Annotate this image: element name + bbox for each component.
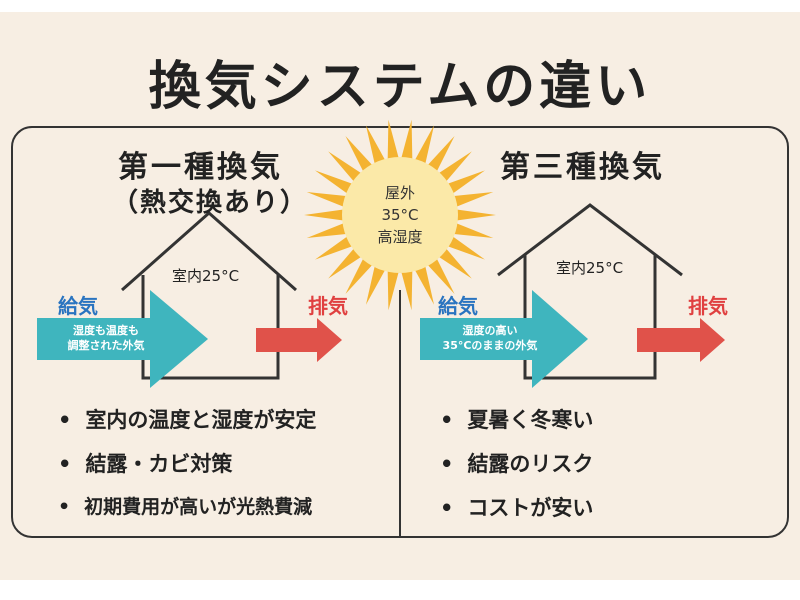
right-supply-arrow	[420, 290, 588, 388]
sun-ray	[365, 265, 386, 305]
sun-ray	[306, 222, 348, 238]
right-supply-label: 給気	[438, 294, 478, 318]
sun-ray	[328, 247, 363, 279]
sun-ray	[306, 192, 348, 208]
left-arrow-text: 湿度も温度も 調整された外気	[40, 323, 172, 353]
sun-core	[342, 157, 458, 273]
sun-ray	[345, 135, 374, 173]
sun-ray	[414, 265, 435, 305]
right-exhaust-arrow	[637, 318, 725, 362]
sun-ray	[345, 257, 374, 295]
sun-ray	[365, 125, 386, 165]
right-arrow-text-line2: 35°Cのままの外気	[442, 339, 538, 352]
left-bullet-list: 室内の温度と湿度が安定 結露・カビ対策 初期費用が高いが光熱費減	[58, 404, 316, 533]
left-bullet-item: 室内の温度と湿度が安定	[58, 404, 316, 434]
sun-ray	[446, 235, 486, 260]
sun-label-line2: 35°C	[381, 206, 419, 224]
sun-ray	[455, 209, 496, 221]
right-bullet-item: 夏暑く冬寒い	[440, 404, 593, 434]
sun-ray	[387, 119, 399, 161]
right-bullet-item: コストが安い	[440, 492, 593, 522]
sun-ray	[387, 269, 399, 311]
sun-icon	[304, 119, 496, 311]
sun-ray	[328, 151, 363, 183]
page-title: 換気システムの違い	[148, 57, 652, 117]
sun-ray	[437, 247, 472, 279]
sun-ray	[314, 235, 354, 260]
sun-ray	[437, 151, 472, 183]
left-house-roof	[121, 210, 297, 292]
right-exhaust-label: 排気	[688, 294, 728, 318]
left-panel-title: 第一種換気	[118, 150, 283, 185]
sun-ray	[446, 170, 486, 195]
right-panel-title: 第三種換気	[500, 150, 665, 185]
sun-label: 屋外 35°C 高湿度	[360, 182, 440, 248]
right-house-roof	[497, 203, 683, 277]
sun-ray	[452, 222, 494, 238]
sun-ray	[426, 257, 455, 295]
sun-ray	[426, 135, 455, 173]
sun-ray	[304, 209, 345, 221]
right-bullet-item: 結露のリスク	[440, 448, 593, 478]
sun-ray	[401, 119, 413, 161]
left-arrow-text-line2: 調整された外気	[67, 339, 145, 352]
sun-ray	[401, 269, 413, 311]
left-bullet-item: 結露・カビ対策	[58, 448, 316, 478]
left-arrow-text-line1: 湿度も温度も	[73, 324, 139, 337]
left-supply-label: 給気	[58, 294, 98, 318]
sun-label-line1: 屋外	[384, 184, 415, 202]
right-house-walls	[523, 255, 657, 380]
right-bullet-list: 夏暑く冬寒い 結露のリスク コストが安い	[440, 404, 593, 536]
left-bullet-item: 初期費用が高いが光熱費減	[58, 492, 316, 519]
left-supply-arrow	[37, 290, 208, 388]
left-exhaust-label: 排気	[308, 294, 348, 318]
right-arrow-text: 湿度の高い 35°Cのままの外気	[424, 323, 556, 353]
left-room-temp: 室内25°C	[172, 267, 240, 285]
left-exhaust-arrow	[256, 318, 342, 362]
right-arrow-text-line1: 湿度の高い	[462, 324, 518, 337]
sun-label-line3: 高湿度	[377, 228, 423, 246]
sun-rays	[304, 119, 496, 311]
sun-ray	[314, 170, 354, 195]
left-panel-subtitle: （熱交換あり）	[112, 188, 309, 218]
right-room-temp: 室内25°C	[556, 259, 624, 277]
sun-ray	[452, 192, 494, 208]
sun-ray	[414, 125, 435, 165]
